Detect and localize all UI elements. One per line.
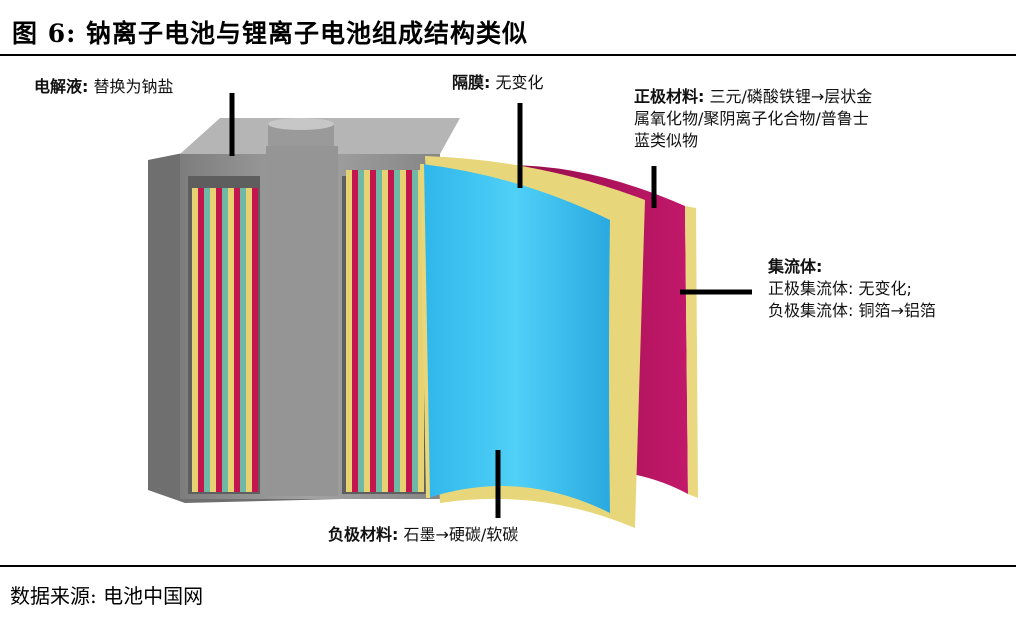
label-separator: 隔膜: 无变化 [452, 72, 544, 94]
label-cathode-line3: 蓝类似物 [634, 131, 699, 150]
label-separator-name: 隔膜: [452, 73, 491, 92]
label-cathode-line1: 正极材料: 三元/磷酸铁锂→层状金 [634, 86, 872, 108]
label-electrolyte-name: 电解液: [34, 77, 89, 96]
label-cathode-line2: 属氧化物/聚阴离子化合物/普鲁士 [634, 109, 869, 128]
electrode-stack-right [346, 170, 424, 492]
figure-title: 图 6: 钠离子电池与锂离子电池组成结构类似 [12, 19, 529, 48]
label-electrolyte: 电解液: 替换为钠盐 [34, 76, 174, 98]
label-electrolyte-text: 替换为钠盐 [88, 77, 174, 96]
bottom-rule [0, 565, 1016, 567]
label-collector-line2: 负极集流体: 铜箔→铝箔 [768, 301, 936, 320]
top-rule [0, 54, 1016, 56]
label-anode-text: 石墨→硬碳/软碳 [398, 525, 519, 544]
label-collector: 集流体: 正极集流体: 无变化; 负极集流体: 铜箔→铝箔 [768, 256, 936, 322]
battery-diagram: 电解液: 替换为钠盐 隔膜: 无变化 正极材料: 三元/磷酸铁锂→层状金 属氧化… [20, 58, 995, 560]
battery-illustration [148, 93, 752, 528]
label-anode: 负极材料: 石墨→硬碳/软碳 [328, 524, 518, 546]
label-separator-text: 无变化 [490, 73, 544, 92]
electrode-stack-left [192, 188, 258, 492]
label-collector-title: 集流体: [768, 257, 823, 276]
label-anode-name: 负极材料: [328, 525, 399, 544]
label-collector-line1: 正极集流体: 无变化; [768, 279, 912, 298]
anode-sheet [422, 164, 610, 513]
figure-source: 数据来源: 电池中国网 [10, 584, 204, 608]
label-cathode-text1: 三元/磷酸铁锂→层状金 [704, 87, 873, 106]
label-cathode-name: 正极材料: [634, 87, 705, 106]
label-collector-name: 集流体: [768, 256, 936, 278]
label-cathode: 正极材料: 三元/磷酸铁锂→层状金 属氧化物/聚阴离子化合物/普鲁士 蓝类似物 [634, 86, 872, 152]
